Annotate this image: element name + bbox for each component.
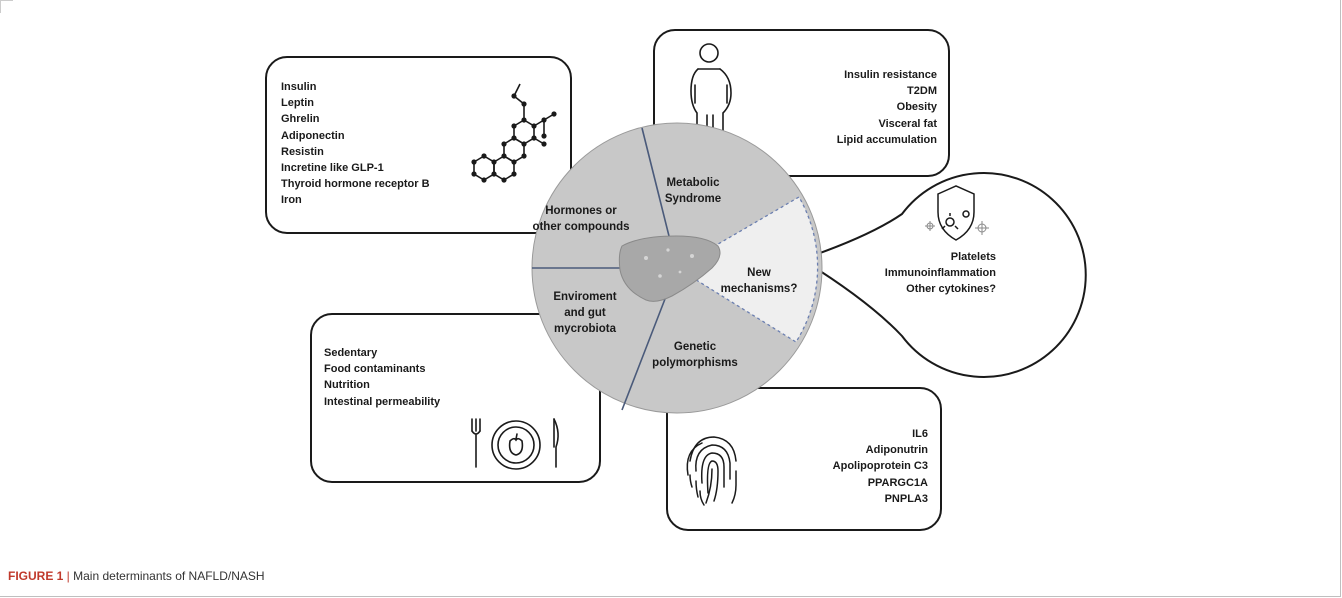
new-mechanisms-dashed-edge — [675, 196, 819, 343]
list-item: Food contaminants — [324, 363, 426, 376]
virus-shield-icon — [937, 185, 975, 241]
environment-label-line1: Enviroment — [553, 291, 616, 303]
liver-icon — [618, 235, 721, 302]
new-mechanisms-list: Platelets Immunoinflammation Other cytok… — [885, 249, 996, 298]
new-mechanisms-bubble — [805, 172, 1087, 378]
metabolic-label-line2: Syndrome — [665, 193, 721, 205]
fingerprint-icon — [686, 436, 737, 506]
corner-mark — [0, 0, 13, 13]
environment-list: Sedentary Food contaminants Nutrition In… — [324, 345, 440, 410]
list-item: Ghrelin — [281, 113, 320, 126]
new-mechanisms-segment — [677, 197, 818, 342]
list-item: Resistin — [281, 145, 324, 158]
list-item: Incretine like GLP-1 — [281, 162, 384, 175]
list-item: PNPLA3 — [884, 492, 928, 505]
list-item: Insulin resistance — [844, 69, 937, 81]
plate-cutlery-icon — [471, 418, 559, 470]
list-item: Insulin — [281, 81, 317, 93]
molecule-icon — [471, 83, 557, 183]
list-item: PPARGC1A — [867, 476, 928, 489]
list-item: Immunoinflammation — [884, 267, 996, 280]
list-item: Adiponutrin — [865, 444, 928, 457]
list-item: Thyroid hormone receptor B — [281, 178, 430, 191]
environment-label-line2: and gut — [564, 307, 606, 319]
figure-number: FIGURE 1 — [8, 569, 64, 583]
hormones-box: Insulin Leptin Ghrelin Adiponectin Resis… — [265, 56, 572, 234]
list-item: Lipid accumulation — [836, 133, 937, 146]
list-item: Adiponectin — [281, 129, 345, 142]
hormones-label-line2: other compounds — [532, 221, 629, 233]
virus-particle-icon — [925, 221, 989, 235]
metabolic-label-line1: Metabolic — [666, 177, 720, 189]
list-item: Apolipoprotein C3 — [832, 460, 928, 473]
list-item: Other cytokines? — [906, 283, 996, 296]
caption-text: Main determinants of NAFLD/NASH — [73, 569, 265, 583]
new-label-line1: New — [747, 267, 771, 279]
list-item: Visceral fat — [878, 117, 937, 130]
new-label-line2: mechanisms? — [721, 283, 798, 295]
list-item: Obesity — [896, 101, 937, 114]
genetic-box: IL6 Adiponutrin Apolipoprotein C3 PPARGC… — [666, 387, 942, 531]
person-icon — [690, 43, 732, 138]
genetic-list: IL6 Adiponutrin Apolipoprotein C3 PPARGC… — [833, 426, 928, 507]
metabolic-list: Insulin resistance T2DM Obesity Visceral… — [837, 67, 937, 148]
list-item: Intestinal permeability — [324, 395, 441, 408]
list-item: Nutrition — [324, 379, 370, 392]
genetic-label-line1: Genetic — [674, 341, 717, 353]
list-item: T2DM — [907, 85, 937, 98]
figure-caption: FIGURE 1 | Main determinants of NAFLD/NA… — [8, 569, 265, 583]
list-item: Platelets — [950, 251, 996, 263]
metabolic-box: Insulin resistance T2DM Obesity Visceral… — [653, 29, 950, 177]
list-item: Leptin — [281, 97, 314, 110]
hormones-list: Insulin Leptin Ghrelin Adiponectin Resis… — [281, 79, 430, 209]
hormones-label-line1: Hormones or — [545, 205, 617, 217]
list-item: Iron — [281, 194, 302, 207]
list-item: IL6 — [912, 428, 928, 440]
environment-label-line3: mycrobiota — [554, 323, 617, 335]
caption-separator: | — [63, 569, 74, 583]
list-item: Sedentary — [324, 347, 378, 359]
genetic-label-line2: polymorphisms — [652, 357, 738, 369]
